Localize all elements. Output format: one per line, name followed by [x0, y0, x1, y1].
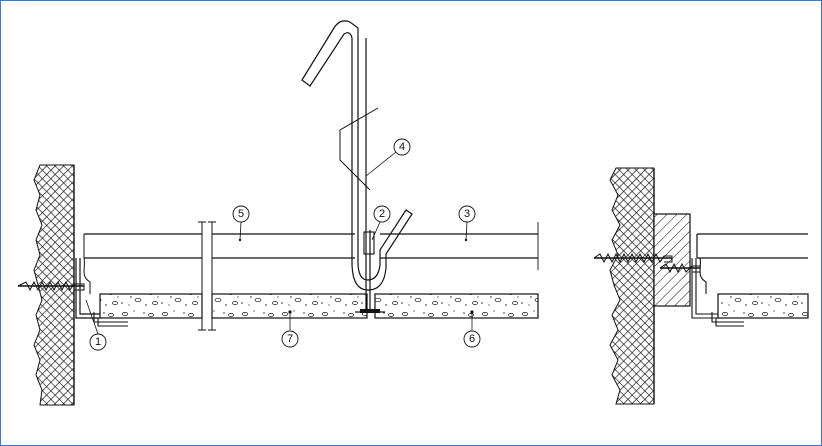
right-wall-angle [691, 257, 744, 327]
callout-6: 6 [463, 310, 481, 348]
left-wall-masonry [33, 164, 75, 406]
top-channel-profile [83, 222, 539, 270]
right-top-channel [696, 233, 808, 259]
right-ceiling-board [717, 293, 809, 319]
callout-6-label: 6 [469, 333, 475, 345]
callout-3: 3 [458, 205, 476, 241]
wall-screw-right-lower [659, 262, 701, 274]
hanger-clip [363, 231, 375, 255]
callout-7: 7 [281, 310, 299, 348]
callout-3-label: 3 [464, 208, 470, 220]
callout-4-label: 4 [399, 141, 405, 153]
wall-screw-right-upper [593, 252, 673, 264]
spring-clip [339, 107, 379, 191]
callout-1-label: 1 [95, 336, 101, 348]
callout-2: 2 [371, 205, 391, 241]
right-wall-masonry [609, 167, 655, 405]
callout-5: 5 [232, 205, 250, 241]
hanger-rod [301, 20, 413, 312]
callout-4: 4 [365, 138, 411, 177]
callout-5-label: 5 [238, 208, 244, 220]
ceiling-board [99, 293, 539, 319]
callout-2-label: 2 [379, 208, 385, 220]
callout-1: 1 [85, 299, 107, 351]
callout-7-label: 7 [287, 333, 293, 345]
wall-screw-left [17, 280, 85, 292]
